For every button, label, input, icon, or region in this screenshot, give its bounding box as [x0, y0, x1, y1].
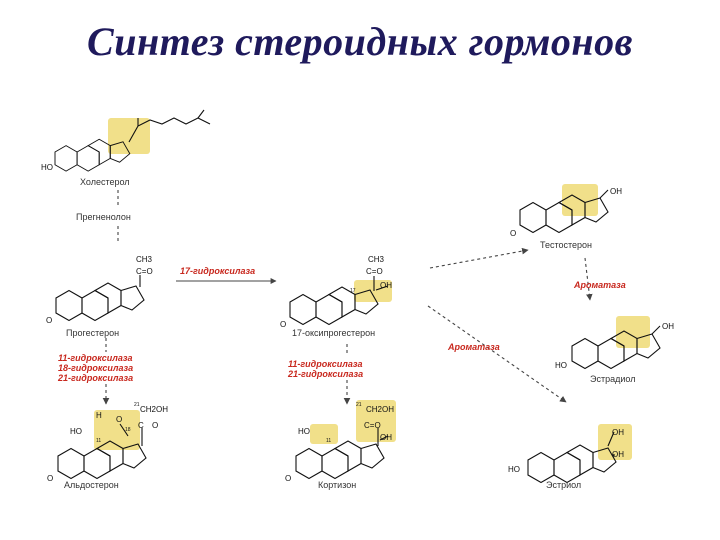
arrow-to-testosterone — [429, 247, 529, 269]
aldosterone-c: C — [138, 421, 144, 430]
label-cortisone: Кортизон — [318, 480, 357, 490]
label-estradiol: Эстрадиол — [590, 374, 636, 384]
aldosterone-o-side: O — [152, 421, 158, 430]
enzyme-17-hydroxylase: 17-гидроксилаза — [180, 266, 256, 276]
cortisone-ch2oh: CH2OH — [366, 405, 394, 414]
aldosterone-21: 21 — [134, 402, 140, 408]
arrow-aromatase-to-estradiol — [584, 257, 593, 301]
hydroxyprogesterone-structure: CH3 C=O OH 17 O — [280, 255, 392, 329]
estriol-oh-upper: OH — [612, 428, 624, 437]
estradiol-oh: OH — [662, 322, 674, 331]
label-aldosterone: Альдостерон — [64, 480, 119, 490]
progesterone-structure: CH3 C=O O — [46, 255, 153, 325]
cortisone-21: 21 — [356, 402, 362, 408]
aldosterone-ho: HO — [70, 427, 82, 436]
enzyme-middle-21: 21-гидроксилаза — [288, 369, 364, 379]
label-progesterone: Прогестерон — [66, 328, 120, 338]
testosterone-structure: OH O — [510, 184, 622, 238]
estradiol-structure: OH HO — [555, 316, 674, 370]
cortisone-structure: CH2OH C=O OH HO 11 21 O — [285, 400, 396, 483]
label-testosterone: Тестостерон — [540, 240, 593, 250]
aldosterone-o-top: O — [116, 415, 122, 424]
enzyme-left-21: 21-гидроксилаза — [58, 373, 134, 383]
label-cholesterol: Холестерол — [80, 177, 130, 187]
estriol-oh-lower: OH — [612, 450, 624, 459]
enzyme-left-18: 18-гидроксилаза — [58, 363, 134, 373]
cortisone-oh: OH — [380, 433, 392, 442]
label-hydroxyprogesterone: 17-оксипрогестерон — [292, 328, 376, 338]
aldosterone-ch2oh: CH2OH — [140, 405, 168, 414]
enzyme-aromatase-upper: Ароматаза — [574, 280, 626, 290]
testosterone-oh: OH — [610, 187, 622, 196]
cortisone-o: O — [285, 474, 291, 483]
cortisone-11: 11 — [326, 438, 331, 444]
enzyme-middle-11: 11-гидроксилаза — [288, 359, 363, 369]
cortisone-ho: HO — [298, 427, 310, 436]
estriol-structure: OH OH HO — [508, 424, 632, 484]
aldosterone-18: 18 — [125, 427, 131, 433]
label-pregnenolone: Прегненолон — [76, 212, 131, 222]
enzyme-left-11: 11-гидроксилаза — [58, 353, 133, 363]
aldosterone-11: 11 — [96, 438, 101, 444]
enzyme-aromatase-middle: Ароматаза — [448, 342, 500, 352]
cortisone-co: C=O — [364, 421, 381, 430]
hydroxyprogesterone-oh: OH — [380, 281, 392, 290]
testosterone-o: O — [510, 229, 516, 238]
aldosterone-h: H — [96, 411, 102, 420]
cholesterol-structure: HO — [41, 109, 211, 172]
estriol-ho: HO — [508, 465, 520, 474]
hydroxyprogesterone-o: O — [280, 320, 286, 329]
aldosterone-structure: H O CH2OH C O HO 11 18 21 O — [47, 402, 168, 483]
label-estriol: Эстриол — [546, 480, 582, 490]
slide-title: Синтез стероидных гормонов — [87, 19, 633, 64]
aldosterone-o: O — [47, 474, 53, 483]
cholesterol-ho: HO — [41, 163, 53, 172]
progesterone-o: O — [46, 316, 52, 325]
hydroxyprogesterone-17: 17 — [350, 288, 356, 294]
estradiol-ho: HO — [555, 361, 567, 370]
arrow-aromatase-to-estriol — [427, 305, 567, 403]
hydroxyprogesterone-ch3: CH3 — [368, 255, 385, 264]
hydroxyprogesterone-co: C=O — [366, 267, 383, 276]
progesterone-co: C=O — [136, 267, 153, 276]
progesterone-ch3: CH3 — [136, 255, 153, 264]
